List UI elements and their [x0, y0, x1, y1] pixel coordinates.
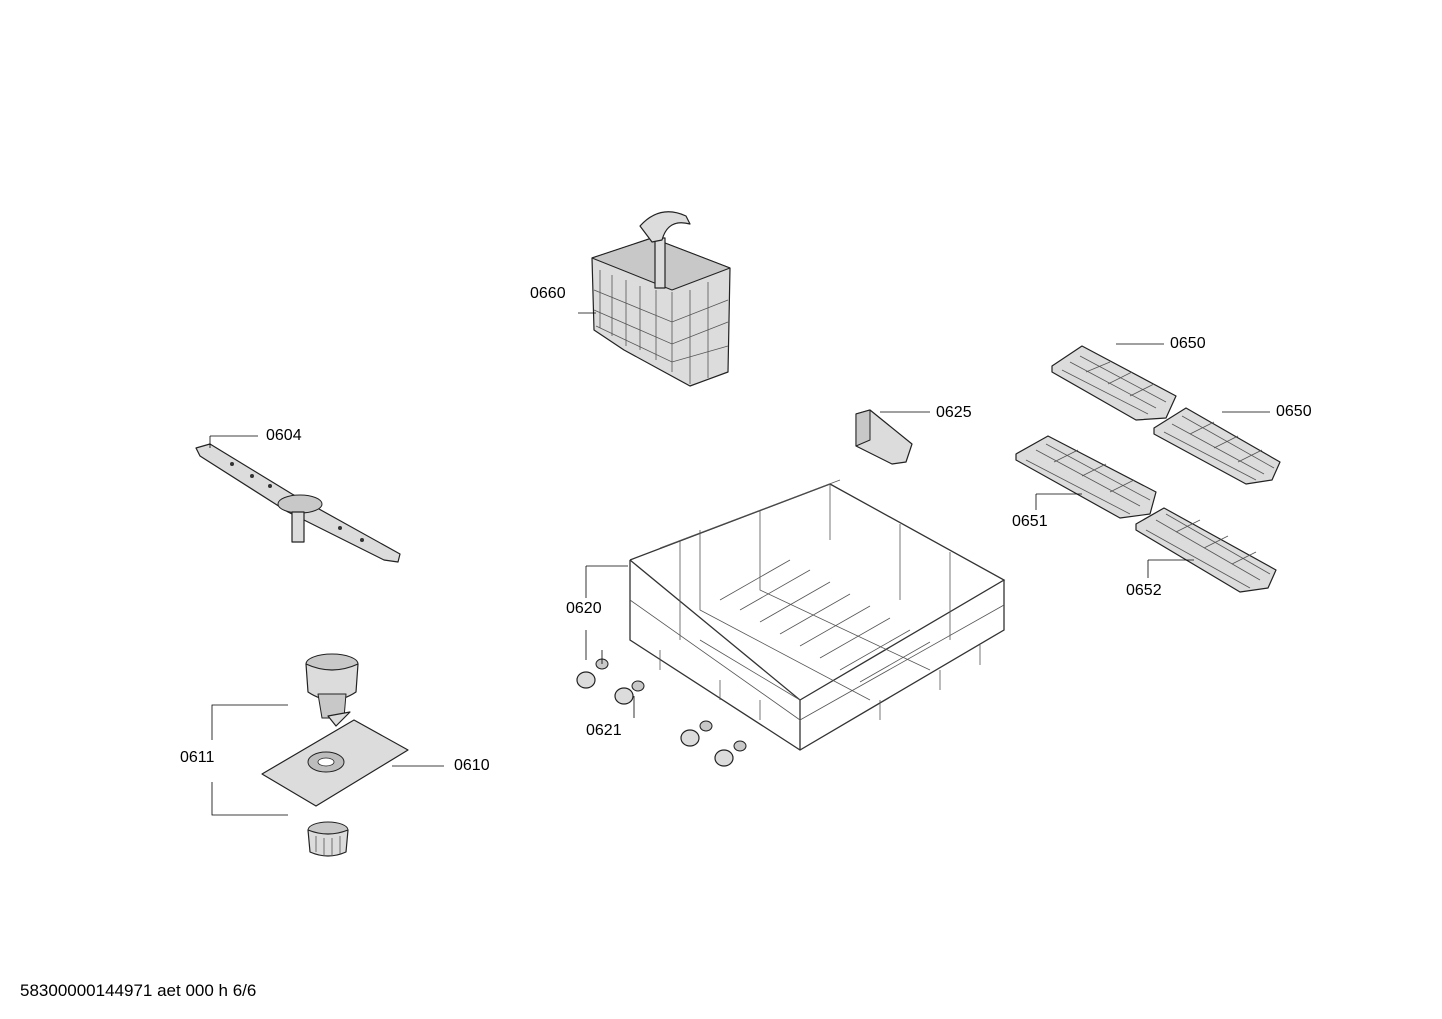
- leader-0611: [211, 704, 288, 740]
- document-footer-id: 58300000144971 aet 000 h 6/6: [20, 981, 257, 1000]
- part-label-0660: 0660: [530, 285, 566, 302]
- part-label-0651: 0651: [1012, 513, 1048, 530]
- lower-basket-0620: [629, 479, 1006, 751]
- wheels-0621: [576, 658, 747, 767]
- part-label-0610: 0610: [454, 757, 490, 774]
- cover-0625: [855, 409, 913, 465]
- part-label-0650-a: 0650: [1170, 335, 1206, 352]
- part-label-0620: 0620: [566, 600, 602, 617]
- part-label-0611: 0611: [180, 749, 215, 766]
- rack-insert-0650-a: [1051, 345, 1177, 421]
- part-label-0621: 0621: [586, 722, 622, 739]
- rack-insert-0650-b: [1153, 407, 1281, 485]
- rack-insert-0651: [1015, 435, 1157, 519]
- filter-cylinder-0611: [305, 653, 359, 727]
- part-label-0625: 0625: [936, 404, 972, 421]
- spray-arm-0604: [195, 443, 401, 563]
- fine-filter-0611-base: [307, 821, 349, 857]
- rack-insert-0652: [1135, 507, 1277, 593]
- part-label-0604: 0604: [266, 427, 302, 444]
- cutlery-basket-0660: [591, 211, 731, 387]
- part-label-0650-b: 0650: [1276, 403, 1312, 420]
- flat-filter-0610: [261, 719, 409, 807]
- part-label-0652: 0652: [1126, 582, 1162, 599]
